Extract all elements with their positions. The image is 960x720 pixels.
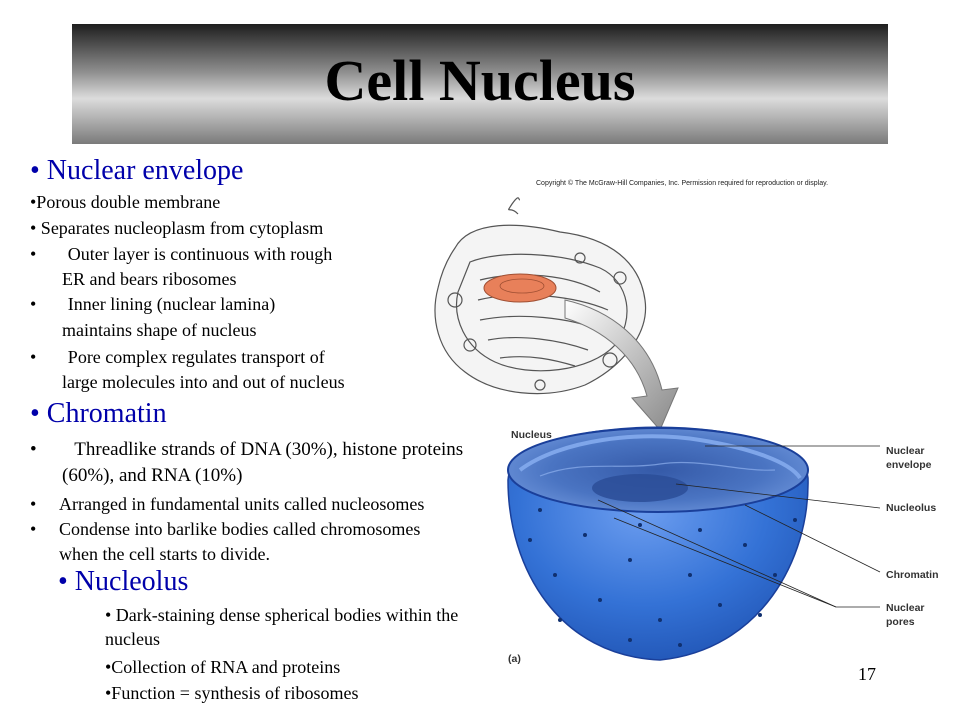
chromatin-item: • Threadlike strands of DNA (30%), histo…: [30, 439, 464, 460]
page-number: 17: [858, 664, 876, 684]
label-nuclear-pores-line2: pores: [886, 616, 915, 628]
chromatin-bullet: •: [30, 494, 37, 514]
label-nuclear-envelope-line2: envelope: [886, 459, 932, 471]
cell-sketch: [434, 197, 647, 395]
chromatin-item: Arranged in fundamental units called nuc…: [59, 494, 425, 514]
chromatin-item: Condense into barlike bodies called chro…: [59, 519, 421, 539]
nucleolus-item: • Dark-staining dense spherical bodies w…: [105, 605, 459, 625]
nucleolus-item: •Collection of RNA and proteins: [105, 657, 341, 677]
envelope-item: • Inner lining (nuclear lamina): [30, 294, 276, 314]
label-nuclear-pores-line1: Nuclear: [886, 602, 925, 614]
label-nucleus: Nucleus: [511, 429, 552, 441]
chromatin-item: (60%), and RNA (10%): [62, 465, 243, 486]
title-banner: Cell Nucleus: [72, 24, 888, 144]
nucleolus-item: •Function = synthesis of ribosomes: [105, 683, 359, 703]
envelope-item: ER and bears ribosomes: [62, 269, 237, 289]
envelope-item: • Pore complex regulates transport of: [30, 347, 325, 367]
chromatin-item: when the cell starts to divide.: [59, 544, 270, 564]
envelope-item: maintains shape of nucleus: [62, 320, 257, 340]
label-panel-a: (a): [508, 653, 521, 665]
envelope-item: large molecules into and out of nucleus: [62, 372, 345, 392]
envelope-item: • Separates nucleoplasm from cytoplasm: [30, 218, 324, 238]
heading-nucleolus: • Nucleolus: [58, 566, 189, 597]
chromatin-bullet: •: [30, 519, 37, 539]
label-nuclear-envelope-line1: Nuclear: [886, 445, 925, 457]
nucleus-highlight: [483, 273, 557, 303]
label-nucleolus: Nucleolus: [886, 502, 937, 514]
figure-copyright: Copyright © The McGraw-Hill Companies, I…: [536, 180, 829, 187]
envelope-item: • Outer layer is continuous with rough: [30, 244, 333, 264]
envelope-item: •Porous double membrane: [30, 192, 221, 212]
label-leader-lines: [597, 445, 881, 608]
slide-title: Cell Nucleus: [324, 48, 636, 113]
label-chromatin: Chromatin: [886, 569, 939, 581]
heading-nuclear-envelope: • Nuclear envelope: [30, 155, 244, 186]
nucleus-hemisphere: [507, 426, 809, 661]
nucleolus-item: nucleus: [105, 629, 160, 649]
heading-chromatin: • Chromatin: [30, 398, 167, 429]
